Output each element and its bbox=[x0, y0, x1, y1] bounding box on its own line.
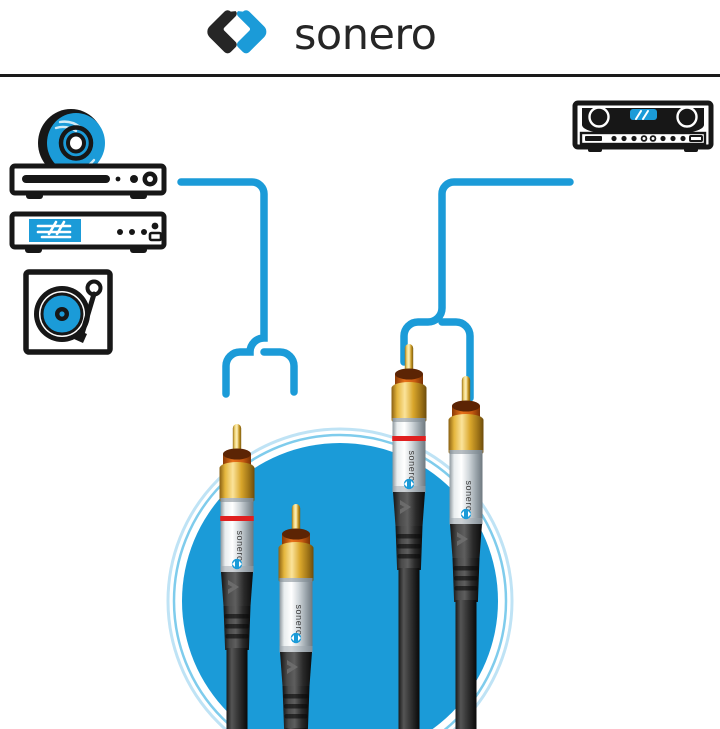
connector-brand-text-1: sonero bbox=[235, 530, 245, 561]
connector-brand-text-2: sonero bbox=[294, 604, 304, 635]
player-body bbox=[9, 163, 167, 199]
turntable-icon bbox=[23, 269, 113, 355]
connector-logo-dot-1 bbox=[231, 558, 243, 570]
rca-connector-far-left: sonero bbox=[219, 424, 255, 729]
rca-connector-right: sonero bbox=[391, 344, 427, 729]
page-header: sonero bbox=[0, 0, 720, 77]
brand-wordmark: sonero bbox=[294, 9, 437, 60]
connection-diagram: sonero sonero sonero bbox=[0, 76, 720, 729]
disc-icon bbox=[38, 109, 105, 177]
brand-logo: sonero bbox=[202, 6, 522, 62]
channel-ring-red bbox=[220, 516, 254, 521]
rca-connector-group: sonero sonero sonero bbox=[219, 344, 484, 729]
rca-connector-far-right: sonero bbox=[448, 376, 484, 729]
sonero-chevron-diamond-logo-icon bbox=[207, 10, 267, 54]
rca-connector-left: sonero bbox=[278, 504, 314, 729]
connector-logo-dot-3 bbox=[403, 478, 415, 490]
disc-player-icon bbox=[9, 109, 167, 199]
connector-brand-text-4: sonero bbox=[464, 480, 474, 511]
connector-logo-dot-4 bbox=[460, 508, 472, 520]
header-divider bbox=[0, 74, 720, 77]
amplifier-icon bbox=[9, 211, 167, 253]
connection-path-left bbox=[177, 178, 298, 398]
channel-ring-red-2 bbox=[392, 436, 426, 441]
connector-logo-dot-2 bbox=[290, 632, 302, 644]
connection-path-right bbox=[400, 178, 574, 402]
receiver-icon bbox=[572, 100, 714, 152]
connector-brand-text-3: sonero bbox=[407, 450, 417, 481]
